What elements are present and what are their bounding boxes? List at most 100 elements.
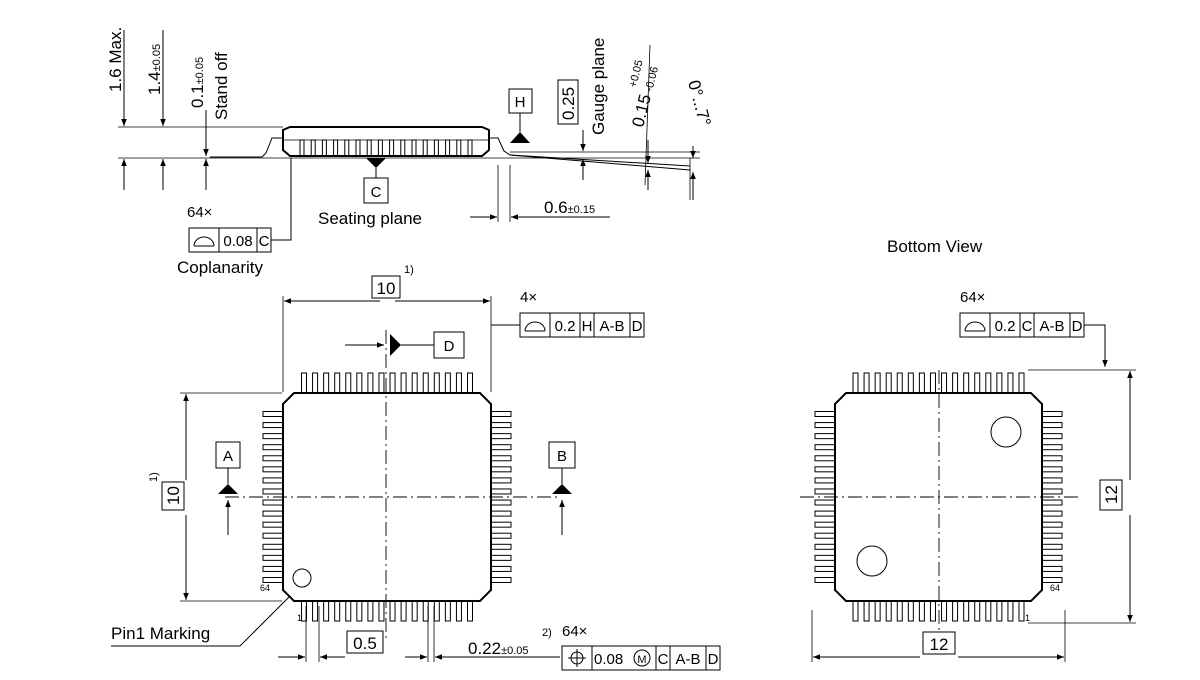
ejector-mark-bottom — [856, 545, 888, 577]
datum-c-triangle — [366, 158, 386, 168]
top-pin-first-label: 1 — [297, 613, 302, 623]
bottom-profile-value: 0.2 — [995, 318, 1016, 335]
coplanarity-leader — [271, 158, 292, 241]
lead-right — [1041, 422, 1063, 429]
datum-d-label: D — [444, 338, 455, 355]
position-value: 0.08 — [594, 651, 623, 668]
overall-width-value: 12 — [930, 635, 949, 654]
lead-left — [262, 554, 284, 561]
body-width-frame — [371, 275, 401, 299]
overall-height-frame — [1099, 479, 1123, 511]
lead-top — [974, 372, 981, 394]
lead-top — [411, 372, 418, 394]
lead-right — [490, 543, 512, 550]
position-modifier: M — [637, 654, 646, 666]
top-body-outline — [282, 392, 492, 602]
pitch-value: 0.5 — [353, 634, 377, 653]
lead-right — [1041, 455, 1063, 462]
lead-thickness-value: 0.15 — [628, 92, 654, 129]
side-lead-tick — [411, 139, 417, 157]
lead-left — [262, 499, 284, 506]
pitch-frame — [346, 630, 384, 654]
max-height-label: 1.6 Max. — [106, 27, 125, 92]
body-height-value: 10 — [164, 486, 183, 505]
coplanarity-symbol-cell — [188, 227, 220, 253]
coplanarity-datum: C — [259, 233, 270, 250]
standoff-tol: ±0.05 — [194, 57, 206, 84]
top-profile-datum3: D — [632, 318, 643, 335]
body-width-note: 1) — [404, 264, 414, 276]
lead-right — [490, 422, 512, 429]
side-lead-tick — [310, 139, 316, 157]
top-view: 10 1) 10 1) 4× 0.2 H A-B D D A — [111, 264, 721, 671]
lead-left — [262, 422, 284, 429]
lead-right — [1041, 477, 1063, 484]
bottom-pin-first-label: 1 — [1025, 613, 1030, 623]
foot-length-value: 0.6 — [544, 198, 568, 217]
lead-bottom — [455, 600, 462, 622]
svg-text:0.6±0.15: 0.6±0.15 — [544, 198, 595, 217]
standoff-label: Stand off — [212, 52, 231, 120]
lead-bottom — [367, 600, 374, 622]
svg-text:0.22±0.05: 0.22±0.05 — [468, 639, 529, 658]
lead-left — [814, 411, 836, 417]
lead-left — [814, 433, 836, 440]
lead-bottom — [952, 600, 959, 622]
side-lead-left — [210, 137, 283, 158]
lead-right — [490, 577, 512, 583]
lead-left — [814, 444, 836, 451]
lead-bottom — [941, 600, 948, 622]
lead-width-tol: ±0.05 — [501, 645, 528, 657]
top-pin-last-label: 64 — [260, 583, 270, 593]
lead-top — [433, 372, 440, 394]
standoff-value: 0.1 — [188, 84, 207, 108]
lead-top — [334, 372, 341, 394]
lead-bottom — [918, 600, 925, 622]
lead-left — [814, 488, 836, 495]
lead-right — [1041, 521, 1063, 528]
lead-bottom — [411, 600, 418, 622]
side-lead-right — [489, 137, 691, 167]
lead-top — [301, 372, 307, 394]
side-lead-tick — [355, 139, 361, 157]
lead-left — [814, 543, 836, 550]
side-lead-tick — [422, 139, 428, 157]
lead-left — [814, 499, 836, 506]
lead-bottom — [345, 600, 352, 622]
lead-right — [1041, 488, 1063, 495]
lead-width-note: 2) — [542, 627, 552, 639]
lead-bottom — [356, 600, 363, 622]
lead-right — [1041, 499, 1063, 506]
side-lead-ticks — [299, 139, 473, 157]
bottom-profile-datum3: D — [1072, 318, 1083, 335]
side-lead-tick — [456, 139, 462, 157]
lead-bottom — [985, 600, 992, 622]
angle-label: 0°...7° — [684, 78, 714, 128]
lead-bottom — [929, 600, 936, 622]
lead-bottom — [323, 600, 330, 622]
gauge-value: 0.25 — [559, 87, 578, 120]
lead-left — [262, 521, 284, 528]
lead-top — [323, 372, 330, 394]
lead-left — [814, 532, 836, 539]
bottom-profile-datum1: C — [1022, 318, 1033, 335]
position-count: 64× — [562, 623, 587, 640]
lead-bottom — [422, 600, 429, 622]
body-height-value: 1.4 — [145, 71, 164, 95]
lead-left — [814, 477, 836, 484]
lead-right — [490, 521, 512, 528]
lead-right — [490, 499, 512, 506]
top-profile-value: 0.2 — [555, 318, 576, 335]
lead-top — [929, 372, 936, 394]
top-profile-datum2: A-B — [599, 318, 624, 335]
datum-d-triangle — [390, 334, 401, 356]
lead-right — [1041, 532, 1063, 539]
lead-left — [262, 565, 284, 572]
pin1-leader — [111, 595, 291, 647]
lead-top — [918, 372, 925, 394]
lead-right — [490, 510, 512, 517]
lead-top — [367, 372, 374, 394]
coplanarity-value: 0.08 — [223, 233, 252, 250]
lead-top — [389, 372, 396, 394]
